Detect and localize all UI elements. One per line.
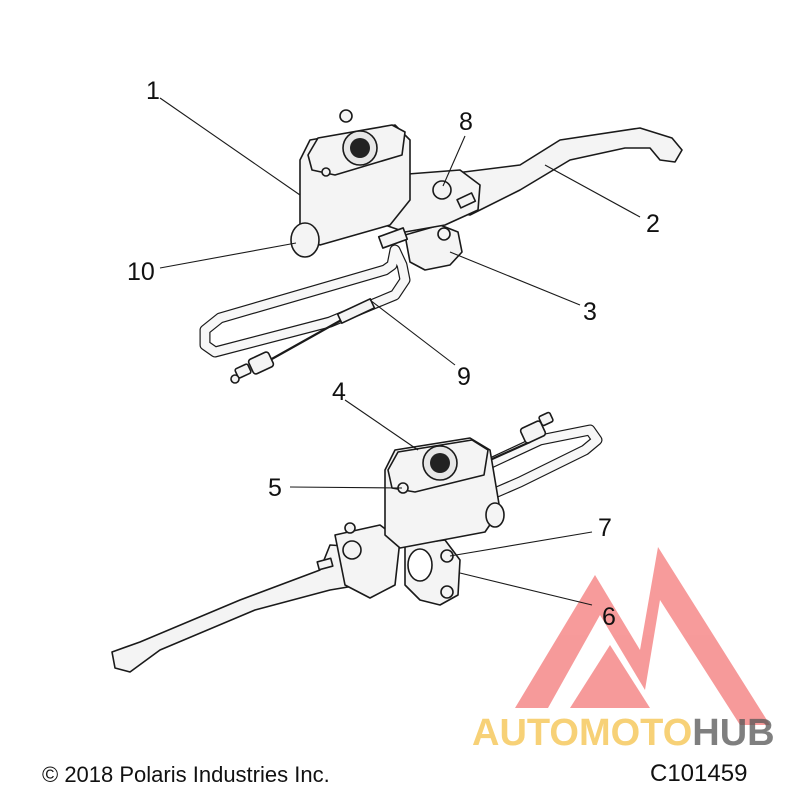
leader-9: [369, 299, 456, 366]
upper-pivot-tab: [456, 192, 477, 209]
upper-switch-wire: [269, 317, 346, 361]
leader-1: [159, 97, 301, 196]
logo-triangle-outer: [515, 547, 770, 725]
upper-clamp-bolt: [437, 227, 451, 241]
callout-8: 8: [459, 108, 473, 136]
upper-wire-sleeve: [336, 298, 376, 324]
upper-switch-connector: [230, 351, 275, 384]
leader-6: [459, 572, 593, 606]
leader-8: [442, 135, 466, 187]
upper-banjo-fitting: [377, 227, 409, 249]
callout-5: 5: [268, 474, 282, 502]
upper-sight-glass: [350, 138, 370, 158]
callout-1: 1: [146, 77, 160, 105]
automotohub-logo-watermark: [515, 547, 770, 725]
leader-3: [449, 251, 581, 306]
upper-handlebar-clamp: [404, 224, 463, 271]
upper-cylinder-barrel: [290, 222, 320, 258]
callout-7: 7: [598, 514, 612, 542]
watermark-brand-part2: HUB: [692, 712, 775, 754]
leader-4: [344, 399, 419, 451]
lower-cylinder-barrel: [485, 502, 505, 528]
upper-cap-screw-rear: [339, 109, 353, 123]
lower-switch-wire: [489, 440, 531, 462]
lower-pivot-tab: [316, 557, 334, 571]
copyright-notice: © 2018 Polaris Industries Inc.: [42, 762, 330, 787]
leader-7: [449, 531, 593, 557]
lower-brake-hose-inner: [475, 425, 602, 500]
lower-sight-glass: [430, 453, 450, 473]
leader-10: [159, 242, 297, 269]
lower-clamp-bore: [407, 548, 433, 582]
upper-assembly: [199, 109, 683, 384]
callout-3: 3: [583, 298, 597, 326]
upper-cap-screw: [321, 167, 331, 177]
watermark-brand-text: AUTOMOTOHUB: [472, 714, 775, 752]
leader-5: [289, 486, 403, 489]
leader-2: [544, 164, 641, 218]
logo-triangle-inner: [570, 645, 650, 708]
lower-assembly: [111, 411, 603, 673]
lower-pivot-bolt-small: [344, 522, 356, 534]
callout-labels: 1 2 3 4 5 6 7 8 9 10: [127, 77, 660, 631]
drawing-number: C101459: [650, 760, 748, 787]
lower-clamp-bolt-lower: [440, 585, 454, 599]
callout-2: 2: [646, 210, 660, 238]
watermark-brand-part1: AUTOMOTO: [472, 712, 693, 754]
callout-10: 10: [127, 258, 155, 286]
leader-lines: [159, 97, 641, 606]
callout-9: 9: [457, 363, 471, 391]
callout-6: 6: [602, 603, 616, 631]
lower-pivot-bolt-head: [342, 540, 362, 560]
upper-pivot-bolt-head: [432, 180, 452, 200]
upper-brake-hose-inner: [200, 245, 410, 357]
upper-brake-lever: [439, 127, 683, 216]
callout-4: 4: [332, 378, 346, 406]
lower-switch-connector: [519, 411, 554, 444]
